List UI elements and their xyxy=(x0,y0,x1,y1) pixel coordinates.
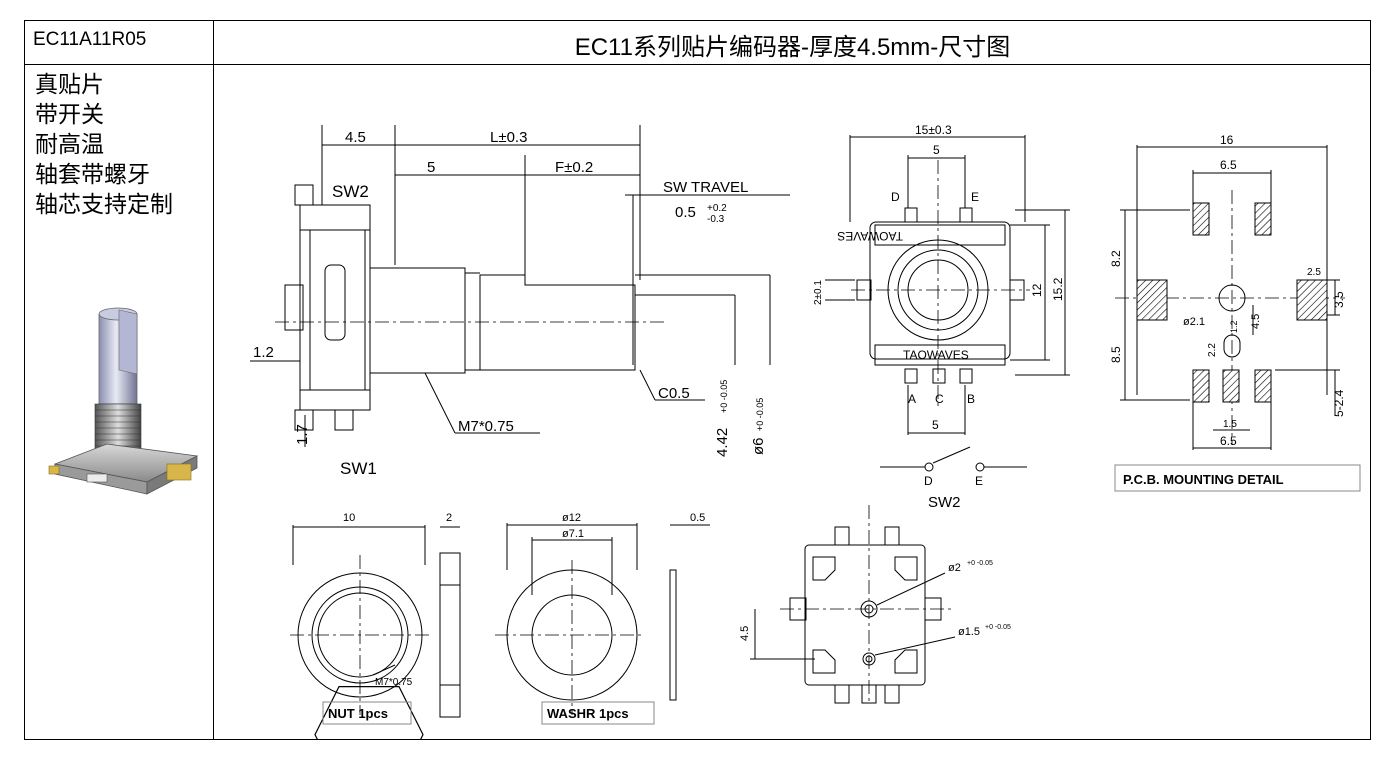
dim-label: ø7.1 xyxy=(562,528,584,540)
dim-label: -0.3 xyxy=(707,214,725,225)
dim-label: 15±0.3 xyxy=(915,123,952,137)
dim-label: 8.2 xyxy=(1109,250,1123,267)
dim-label: 1.2 xyxy=(253,344,274,361)
dim-label: 8.5 xyxy=(1109,346,1123,363)
feature-item: 轴套带螺牙 xyxy=(35,161,150,187)
dim-label: +0.2 xyxy=(707,203,727,214)
dim-label: C0.5 xyxy=(658,385,690,402)
dim-label: F±0.2 xyxy=(555,159,593,176)
column-divider xyxy=(213,21,214,739)
spec-sheet: EC11A11R05 EC11系列贴片编码器-厚度4.5mm-尺寸图 真贴片 带… xyxy=(24,20,1371,740)
feature-item: 真贴片 xyxy=(35,71,104,97)
pcb-pads xyxy=(1136,202,1328,403)
technical-drawing: 4.5 L±0.3 5 F±0.2 SW TRAVEL 0.5 +0.2 -0.… xyxy=(250,123,1361,739)
dim-label: 4.42 xyxy=(714,428,731,457)
dim-label: ø6 xyxy=(750,437,767,455)
dim-label: 5-2.4 xyxy=(1332,389,1346,417)
pin-label: D xyxy=(891,190,900,204)
dim-label: 0.5 xyxy=(675,204,696,221)
washer-view xyxy=(495,523,710,725)
dim-label: 16 xyxy=(1220,133,1234,147)
dim-label: 6.5 xyxy=(1220,434,1237,448)
dim-label: +0 -0.05 xyxy=(985,624,1011,631)
pcb-caption: P.C.B. MOUNTING DETAIL xyxy=(1123,472,1284,487)
feature-item: 轴芯支持定制 xyxy=(35,191,173,217)
dim-label: 5 xyxy=(933,143,940,157)
dim-label: 2±0.1 xyxy=(813,280,824,305)
dim-label: M7*0.75 xyxy=(375,677,413,688)
pin-label: B xyxy=(967,392,975,406)
dim-label: 12 xyxy=(1030,283,1044,297)
dim-label: 1.7 xyxy=(294,424,311,445)
dim-label: 2.5 xyxy=(1307,267,1321,278)
dim-label: 2 xyxy=(446,512,452,524)
side-view xyxy=(250,125,790,447)
dim-label: 10 xyxy=(343,512,355,524)
dim-label: 3.5 xyxy=(1332,291,1346,308)
dim-label: SW TRAVEL xyxy=(663,179,748,196)
dim-label: 5 xyxy=(427,159,435,176)
dim-label: ø12 xyxy=(562,512,581,524)
header-divider xyxy=(25,64,1370,65)
washer-caption: WASHR 1pcs xyxy=(547,706,629,721)
dim-label: 1.5 xyxy=(1223,419,1237,430)
brand-mark: TAOWAVES xyxy=(837,229,903,243)
dim-label: 1.2 xyxy=(1229,320,1239,333)
feature-list: 真贴片 带开关 耐高温 轴套带螺牙 轴芯支持定制 xyxy=(35,69,173,219)
dim-label: +0 -0.05 xyxy=(719,380,729,413)
switch-label: SW1 xyxy=(340,459,377,478)
sheet-title: EC11系列贴片编码器-厚度4.5mm-尺寸图 xyxy=(574,34,1011,61)
dim-label: 4.5 xyxy=(739,626,751,641)
dim-label: M7*0.75 xyxy=(458,418,514,435)
dim-label: 15.2 xyxy=(1051,277,1065,301)
bottom-view xyxy=(750,505,956,705)
model-number: EC11A11R05 xyxy=(33,29,147,50)
dim-label: 4.5 xyxy=(345,129,366,146)
front-view xyxy=(825,135,1070,472)
dim-label: 4.5 xyxy=(1250,314,1262,329)
feature-item: 带开关 xyxy=(35,101,104,127)
feature-item: 耐高温 xyxy=(35,131,104,157)
pin-label: A xyxy=(908,392,916,406)
pin-label: C xyxy=(935,392,944,406)
dim-label: ø2 xyxy=(948,562,961,574)
brand-mark: TAOWAVES xyxy=(903,348,969,362)
dim-label: +0 -0.05 xyxy=(967,560,993,567)
pin-label: E xyxy=(971,190,979,204)
switch-label: SW2 xyxy=(928,494,961,511)
switch-label: SW2 xyxy=(332,182,369,201)
dim-label: 6.5 xyxy=(1220,158,1237,172)
dim-label: ø1.5 xyxy=(958,626,980,638)
pin-label: E xyxy=(975,474,983,488)
dim-label: +0 -0.05 xyxy=(755,398,765,431)
dim-label: 5 xyxy=(932,418,939,432)
dim-label: 0.5 xyxy=(690,512,705,524)
pin-label: D xyxy=(924,474,933,488)
nut-caption: NUT 1pcs xyxy=(328,706,388,721)
dim-label: ø2.1 xyxy=(1183,316,1205,328)
dim-label: 2.2 xyxy=(1207,343,1218,357)
encoder-photo xyxy=(48,307,199,495)
dim-label: L±0.3 xyxy=(490,129,527,146)
nut-view xyxy=(290,525,461,739)
